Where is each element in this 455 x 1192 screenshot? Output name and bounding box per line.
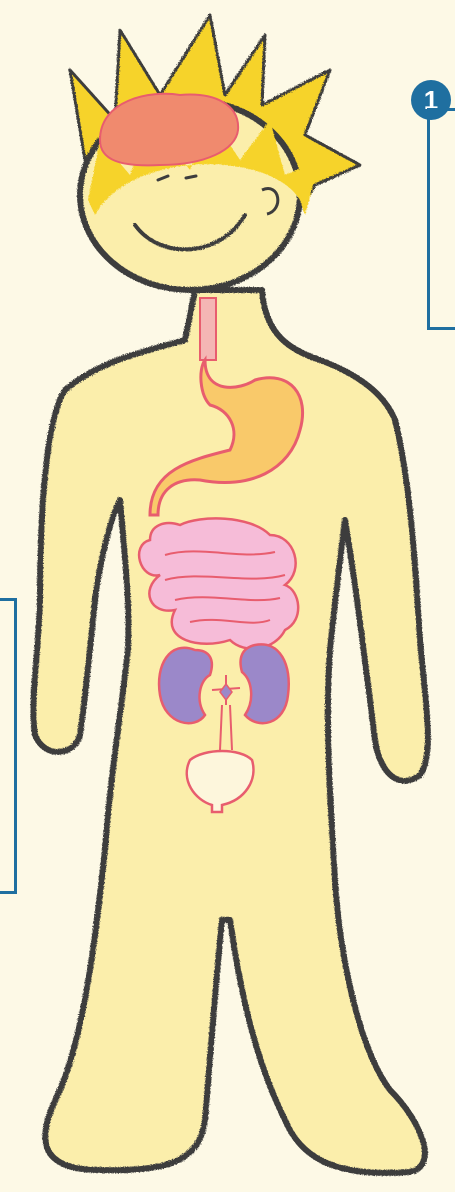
callout-frame-left [0, 598, 17, 894]
esophagus [200, 298, 216, 360]
callout-frame-top [427, 108, 455, 330]
brain-icon [100, 94, 238, 166]
eye-right [186, 176, 196, 178]
